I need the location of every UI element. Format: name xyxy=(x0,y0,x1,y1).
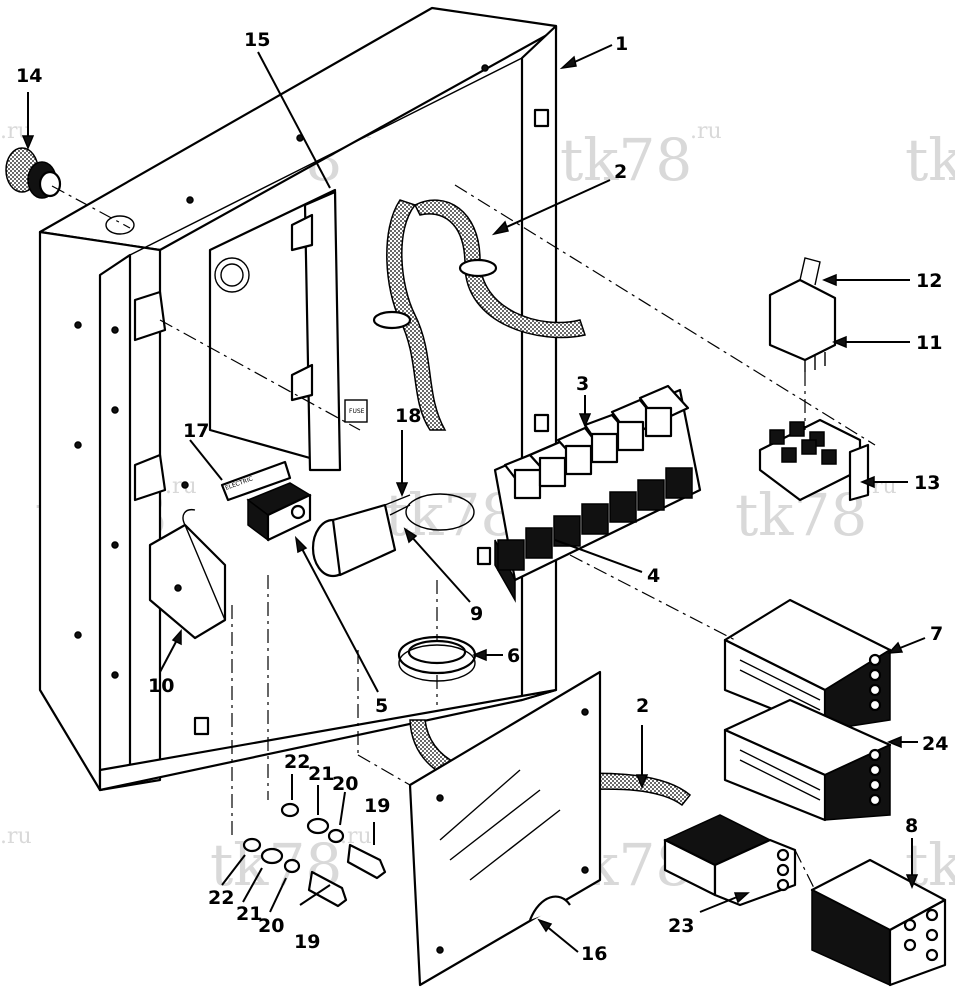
callout-20: 20 xyxy=(332,773,358,795)
mounting-tab xyxy=(290,213,314,252)
square-cutout xyxy=(193,716,210,736)
callout-9: 9 xyxy=(470,603,483,625)
knockout-hole xyxy=(105,215,135,235)
lock-washer-icon xyxy=(283,858,301,874)
svg-text:.ru: .ru xyxy=(0,824,32,849)
component-box-10 xyxy=(148,508,227,640)
callout-23: 23 xyxy=(668,915,694,937)
terminal-block-23 xyxy=(663,814,797,907)
callout-20: 20 xyxy=(258,915,284,937)
callout-8: 8 xyxy=(905,815,918,837)
socket-row xyxy=(497,467,693,571)
terminal-strip xyxy=(246,482,312,542)
svg-text:tk78: tk78 xyxy=(560,126,692,194)
leader-lines xyxy=(21,44,926,953)
callout-6: 6 xyxy=(507,645,520,667)
mounting-tab xyxy=(290,363,314,402)
terminal-screws xyxy=(868,653,882,712)
connector-9 xyxy=(311,494,411,578)
washer-icon xyxy=(306,817,330,835)
square-cutout xyxy=(533,108,550,128)
callout-18: 18 xyxy=(395,405,421,427)
callout-22: 22 xyxy=(284,751,310,773)
cable-gland xyxy=(5,147,62,199)
grommet xyxy=(397,635,477,682)
svg-text:tk78: tk78 xyxy=(385,481,517,549)
clip-icon xyxy=(458,258,498,278)
callout-14: 14 xyxy=(16,65,42,87)
screw-icon xyxy=(290,504,306,520)
alignment-lines xyxy=(51,184,876,891)
relay-assembly xyxy=(758,257,870,502)
svg-text:.ru: .ru xyxy=(865,474,897,499)
relay-tab-icon xyxy=(799,257,821,286)
bolt-icon xyxy=(307,870,348,908)
callout-16: 16 xyxy=(581,943,607,965)
watermark: tk78 xyxy=(905,126,955,194)
callout-4: 4 xyxy=(647,565,660,587)
svg-text:.ru: .ru xyxy=(690,119,722,144)
relay-bracket xyxy=(848,443,870,502)
callout-21: 21 xyxy=(236,903,262,925)
svg-text:.ru: .ru xyxy=(165,474,197,499)
callout-5: 5 xyxy=(375,695,388,717)
svg-text:.ru: .ru xyxy=(340,824,372,849)
callout-22: 22 xyxy=(208,887,234,909)
gear-knob-icon xyxy=(214,257,250,293)
mounting-holes xyxy=(74,64,489,679)
fastener-hardware xyxy=(242,802,387,908)
relay-socket-bank xyxy=(493,384,702,603)
washer-icon xyxy=(260,847,284,865)
nut-icon xyxy=(280,802,300,818)
floor-knockout xyxy=(405,493,475,531)
fuse-label-text: FUSE xyxy=(349,408,365,415)
relay-row xyxy=(503,384,690,500)
callout-24: 24 xyxy=(922,733,948,755)
callout-labels: 1 2 2 3 4 5 6 7 8 9 10 11 12 13 14 15 16… xyxy=(16,29,948,965)
callout-19: 19 xyxy=(364,795,390,817)
mounting-tab xyxy=(133,453,167,502)
mounting-tab xyxy=(133,290,167,342)
callout-2: 2 xyxy=(636,695,649,717)
nut-icon xyxy=(242,837,262,853)
cover-plate xyxy=(408,670,602,987)
watermark: .ru xyxy=(0,824,32,849)
fuse-label-plate xyxy=(344,399,368,423)
callout-3: 3 xyxy=(576,373,589,395)
terminal-screws xyxy=(868,748,882,807)
callout-11: 11 xyxy=(916,332,942,354)
callout-7: 7 xyxy=(930,623,943,645)
callout-1: 1 xyxy=(615,33,628,55)
contactor-8 xyxy=(810,858,947,987)
bolt-icon xyxy=(346,843,387,880)
relay-cover xyxy=(768,278,837,362)
callout-15: 15 xyxy=(244,29,270,51)
callout-13: 13 xyxy=(914,472,940,494)
square-cutout xyxy=(476,546,492,566)
callout-10: 10 xyxy=(148,675,174,697)
svg-text:tk78: tk78 xyxy=(905,126,955,194)
lock-washer-icon xyxy=(327,828,345,844)
callout-12: 12 xyxy=(916,270,942,292)
callout-17: 17 xyxy=(183,420,209,442)
callout-19: 19 xyxy=(294,931,320,953)
callout-21: 21 xyxy=(308,763,334,785)
contactor-24 xyxy=(723,698,892,822)
watermark: tk78 .ru xyxy=(560,119,722,194)
clip-icon xyxy=(372,310,412,330)
circuit-breaker-panel: FUSE xyxy=(208,188,368,472)
callout-2: 2 xyxy=(614,161,627,183)
square-cutout xyxy=(533,413,550,433)
